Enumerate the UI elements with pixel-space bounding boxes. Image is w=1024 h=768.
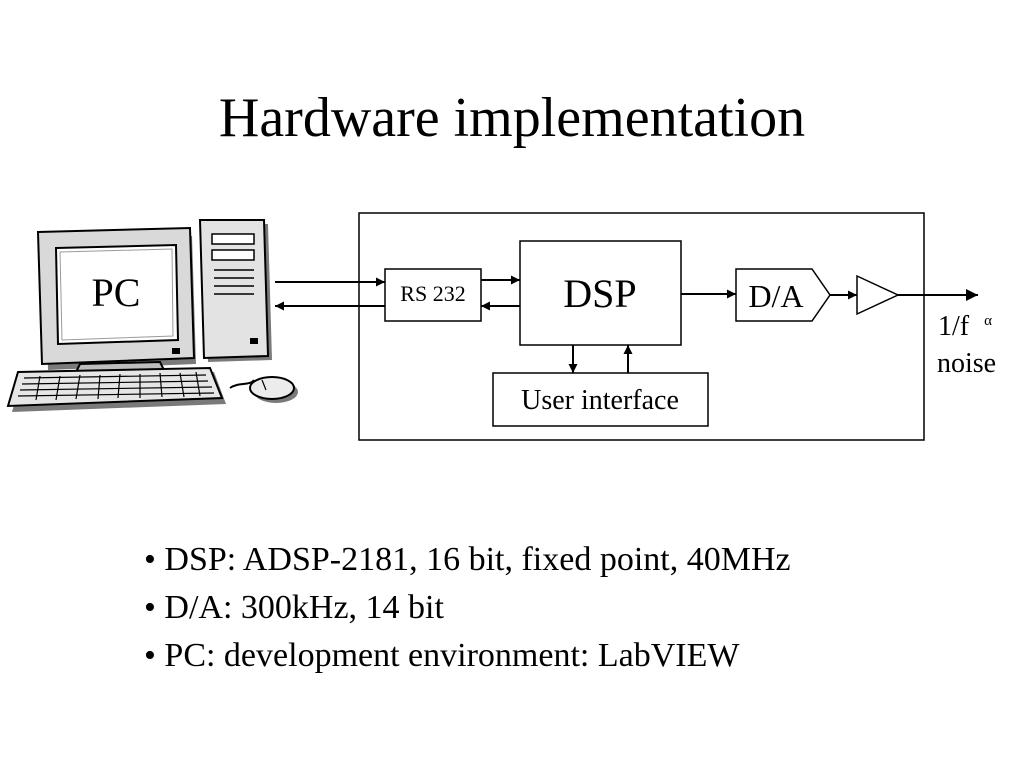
amplifier-icon: [856, 274, 900, 316]
bullet-item: • D/A: 300kHz, 14 bit: [144, 589, 444, 626]
bullet-item: • PC: development environment: LabVIEW: [144, 637, 740, 674]
user-interface-block: [492, 372, 709, 427]
output-label: 1/f α: [938, 311, 992, 342]
rs232-block: [384, 268, 482, 322]
dsp-board-enclosure: [358, 212, 925, 441]
output-label-base: 1/f: [938, 311, 970, 342]
rs232-label: RS 232: [400, 281, 465, 306]
bullet-list: • DSP: ADSP-2181, 16 bit, fixed point, 4…: [144, 536, 791, 680]
output-label-noise: noise: [937, 348, 996, 379]
dsp-block: [519, 240, 682, 346]
output-label-sup: α: [984, 313, 992, 329]
bullet-item: • DSP: ADSP-2181, 16 bit, fixed point, 4…: [144, 541, 791, 578]
pc-label: PC: [92, 270, 141, 315]
user-interface-label: User interface: [521, 385, 679, 416]
slide-title: Hardware implementation: [218, 87, 806, 149]
da-converter-block: [735, 268, 831, 322]
desktop-computer-icon: [6, 219, 298, 412]
da-label: D/A: [748, 278, 803, 314]
dsp-label: DSP: [563, 271, 636, 316]
